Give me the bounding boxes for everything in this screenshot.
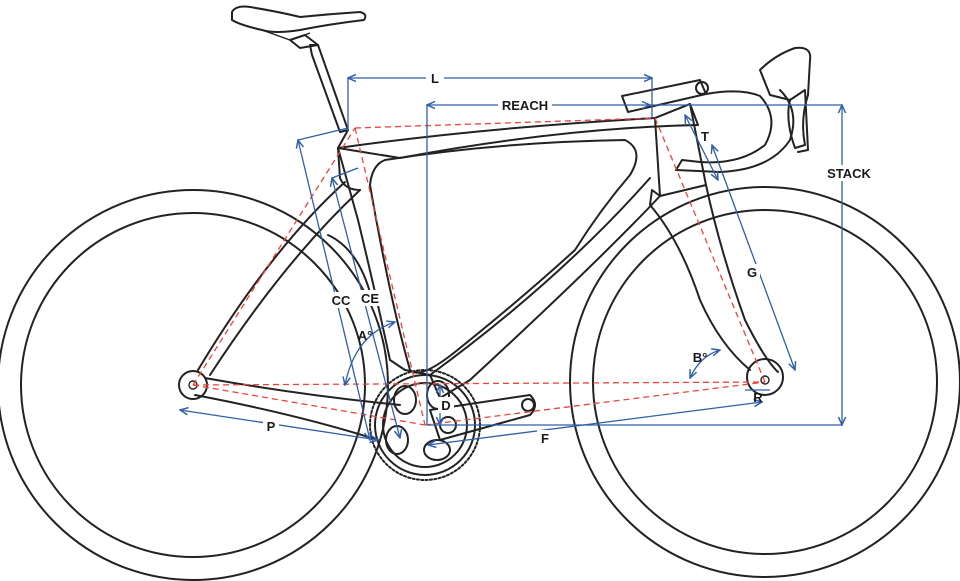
saddle xyxy=(231,5,367,41)
label-ce: CE xyxy=(361,291,379,306)
dimension-labels: L REACH STACK T G CC CE A° B° D R P F xyxy=(263,70,874,446)
label-stack: STACK xyxy=(827,166,871,181)
label-a-angle: A° xyxy=(358,328,373,343)
frame xyxy=(178,34,784,441)
label-reach: REACH xyxy=(502,98,548,113)
cockpit xyxy=(621,46,812,173)
label-p: P xyxy=(267,419,276,434)
label-l: L xyxy=(431,71,439,86)
label-d: D xyxy=(441,398,450,413)
label-r: R xyxy=(753,390,763,405)
label-cc: CC xyxy=(332,293,351,308)
label-f: F xyxy=(541,431,549,446)
label-b-angle: B° xyxy=(693,350,708,365)
label-t: T xyxy=(701,129,709,144)
label-g: G xyxy=(747,265,757,280)
dimension-lines xyxy=(180,78,842,445)
